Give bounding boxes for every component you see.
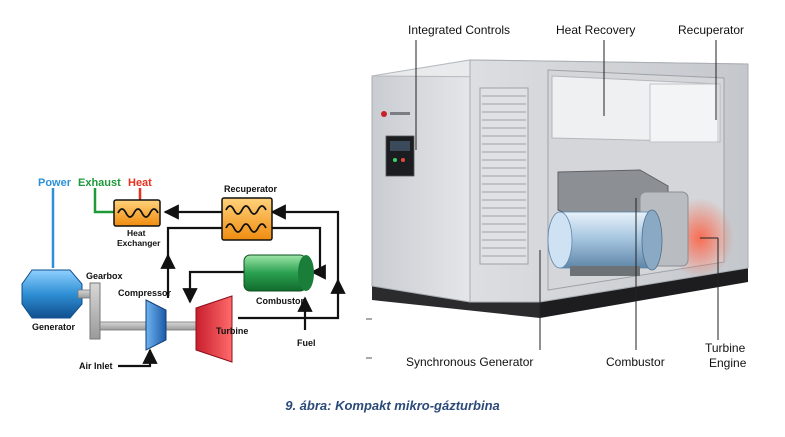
label-recuperator-photo: Recuperator: [678, 23, 744, 37]
shaft: [78, 290, 90, 298]
label-gearbox: Gearbox: [86, 271, 123, 281]
label-recuperator: Recuperator: [224, 184, 278, 194]
flow-combustor-to-turbine: [190, 272, 244, 302]
label-heat: Heat: [128, 177, 152, 189]
label-generator: Generator: [32, 322, 76, 332]
label-turbine-engine-1: Turbine: [705, 341, 746, 355]
label-exhaust: Exhaust: [78, 177, 121, 189]
indicator-light-2: [401, 158, 405, 162]
combustor-body: [244, 255, 306, 291]
synchronous-generator-end: [548, 212, 572, 268]
label-heat-recovery: Heat Recovery: [556, 23, 635, 37]
label-air-inlet: Air Inlet: [79, 361, 113, 371]
recuperator-unit: [650, 84, 718, 142]
synchronous-generator-flange: [642, 210, 662, 270]
flow-air-inlet: [118, 350, 150, 366]
schematic-diagram: Power Exhaust Heat Recuperator Heat Exch…: [22, 177, 338, 371]
compressor-body: [146, 300, 166, 350]
louver-slats: [482, 96, 526, 256]
brand-logo-icon: [381, 111, 387, 117]
control-display: [390, 141, 410, 151]
heat-exchanger-box: [114, 200, 160, 226]
cabinet-side-panel: [372, 60, 470, 302]
figure-caption: 9. ábra: Kompakt mikro-gázturbina: [0, 398, 785, 413]
label-compressor: Compressor: [118, 288, 172, 298]
label-heat-exchanger-1: Heat: [127, 228, 146, 238]
label-power: Power: [38, 177, 72, 189]
indicator-light: [393, 158, 397, 162]
label-heat-exchanger-2: Exchanger: [117, 238, 161, 248]
exhaust-line: [95, 188, 114, 212]
label-turbine-engine-2: Engine: [709, 356, 747, 370]
label-integrated-controls: Integrated Controls: [408, 23, 510, 37]
label-combustor: Combustor: [256, 296, 304, 306]
recuperator-box: [222, 198, 272, 240]
label-fuel: Fuel: [297, 338, 316, 348]
generator-foot: [570, 266, 640, 276]
combustor-cap: [298, 255, 314, 291]
gearbox-block: [90, 283, 100, 339]
label-combustor-photo: Combustor: [606, 355, 665, 369]
generator-body: [22, 270, 82, 318]
label-synchronous-generator: Synchronous Generator: [406, 355, 533, 369]
brand-logo-text: [390, 112, 410, 115]
label-turbine: Turbine: [216, 326, 248, 336]
micro-turbine-cabinet: Integrated Controls Heat Recovery Recupe…: [366, 23, 748, 370]
synchronous-generator-body: [560, 212, 652, 268]
